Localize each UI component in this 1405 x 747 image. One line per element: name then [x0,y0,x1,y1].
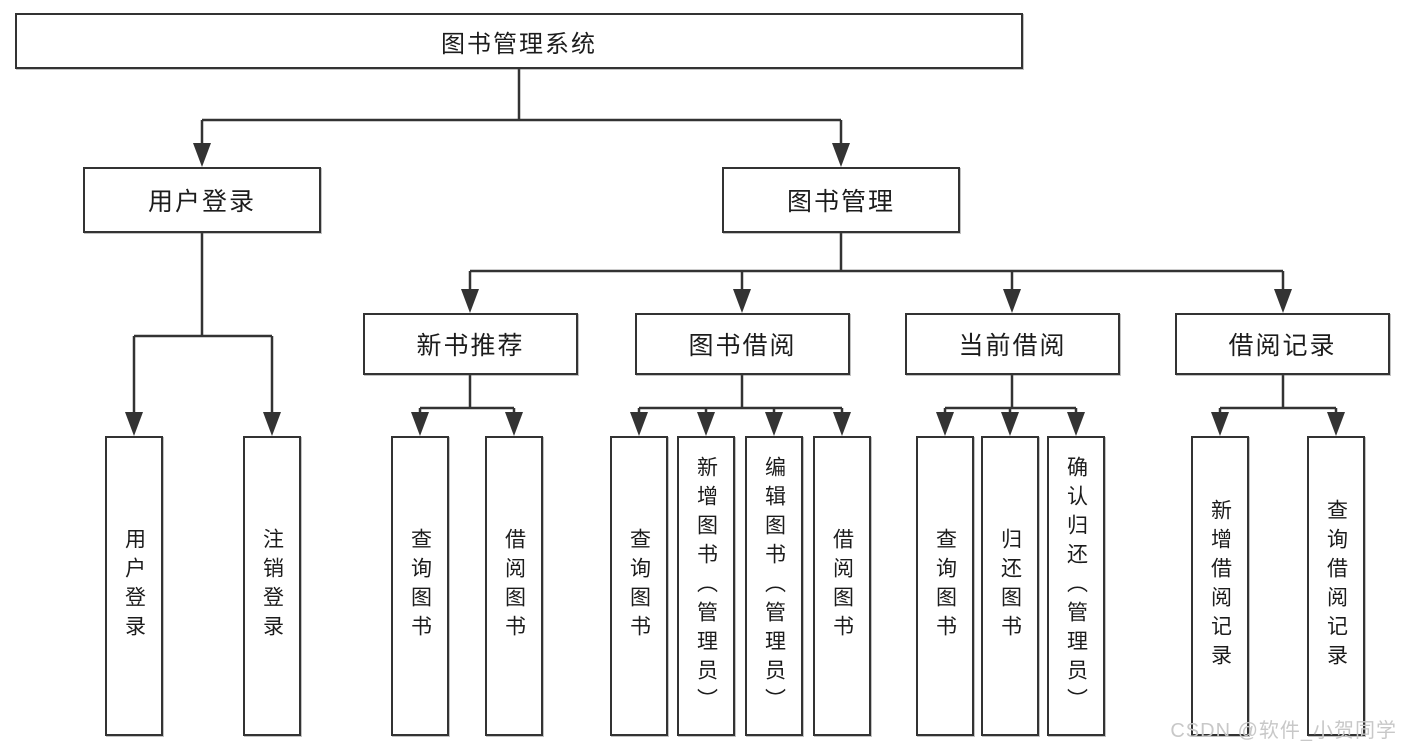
node-label: 编辑图书（管理员） [762,455,786,717]
connector-line [637,375,844,416]
arrowhead [1211,412,1229,436]
node-label: 查询图书 [933,528,957,644]
leaf-confirm-return-admin: 确认归还（管理员） [1047,436,1105,736]
leaf-query-books: 查询图书 [391,436,449,736]
watermark: CSDN @软件_小贺同学 [1170,720,1397,742]
node-current-borrow: 当前借阅 [905,313,1120,375]
arrowhead [697,412,715,436]
node-label: 图书管理系统 [441,30,597,58]
node-label: 查询借阅记录 [1324,499,1348,673]
node-label: 确认归还（管理员） [1064,455,1088,717]
node-new-book-recommend: 新书推荐 [363,313,578,375]
arrowhead [833,412,851,436]
arrowhead [733,289,751,313]
arrowhead [1003,289,1021,313]
arrowhead [630,412,648,436]
node-label: 图书借阅 [688,332,797,360]
connector-line [468,233,1285,291]
leaf-user-login: 用户登录 [105,436,163,736]
arrowhead [1327,412,1345,436]
leaf-borrow-books: 借阅图书 [813,436,871,736]
node-label: 查询图书 [627,528,651,644]
connectors-user-login [125,233,281,436]
node-label: 用户登录 [147,188,256,216]
node-label: 归还图书 [998,528,1022,644]
leaf-logout: 注销登录 [243,436,301,736]
arrowhead [1274,289,1292,313]
connectors-new-book-recommend [411,375,523,436]
connectors-current-borrow [936,375,1085,436]
node-label: 新增图书（管理员） [694,455,718,717]
arrowhead [193,143,211,167]
node-book-borrow: 图书借阅 [635,313,850,375]
connector-line [1218,375,1338,416]
arrowhead [263,412,281,436]
node-root: 图书管理系统 [15,13,1023,69]
node-label: 借阅记录 [1228,332,1337,360]
connector-line [200,69,843,145]
node-label: 注销登录 [260,528,284,644]
leaf-query-books: 查询图书 [610,436,668,736]
node-label: 用户登录 [122,528,146,644]
connector-line [418,375,516,416]
leaf-add-book-admin: 新增图书（管理员） [677,436,735,736]
leaf-query-borrow-record: 查询借阅记录 [1307,436,1365,736]
arrowhead [411,412,429,436]
node-label: 新书推荐 [416,332,525,360]
arrowhead [125,412,143,436]
leaf-add-borrow-record: 新增借阅记录 [1191,436,1249,736]
connectors-book-management [461,233,1292,313]
node-user-login: 用户登录 [83,167,321,233]
node-label: 新增借阅记录 [1208,499,1232,673]
leaf-edit-book-admin: 编辑图书（管理员） [745,436,803,736]
connectors-borrow-record [1211,375,1345,436]
node-book-management: 图书管理 [722,167,960,233]
leaf-query-books: 查询图书 [916,436,974,736]
arrowhead [505,412,523,436]
node-label: 图书管理 [786,188,895,216]
node-label: 借阅图书 [830,528,854,644]
leaf-return-book: 归还图书 [981,436,1039,736]
arrowhead [832,143,850,167]
node-label: 当前借阅 [958,332,1067,360]
arrowhead [1001,412,1019,436]
arrowhead [765,412,783,436]
leaf-borrow-books: 借阅图书 [485,436,543,736]
connector-line [943,375,1078,416]
connectors-book-borrow [630,375,851,436]
connector-line [132,233,274,414]
node-label: 查询图书 [408,528,432,644]
node-label: 借阅图书 [502,528,526,644]
connectors-root [193,69,850,167]
arrowhead [1067,412,1085,436]
arrowhead [936,412,954,436]
arrowhead [461,289,479,313]
node-borrow-record: 借阅记录 [1175,313,1390,375]
